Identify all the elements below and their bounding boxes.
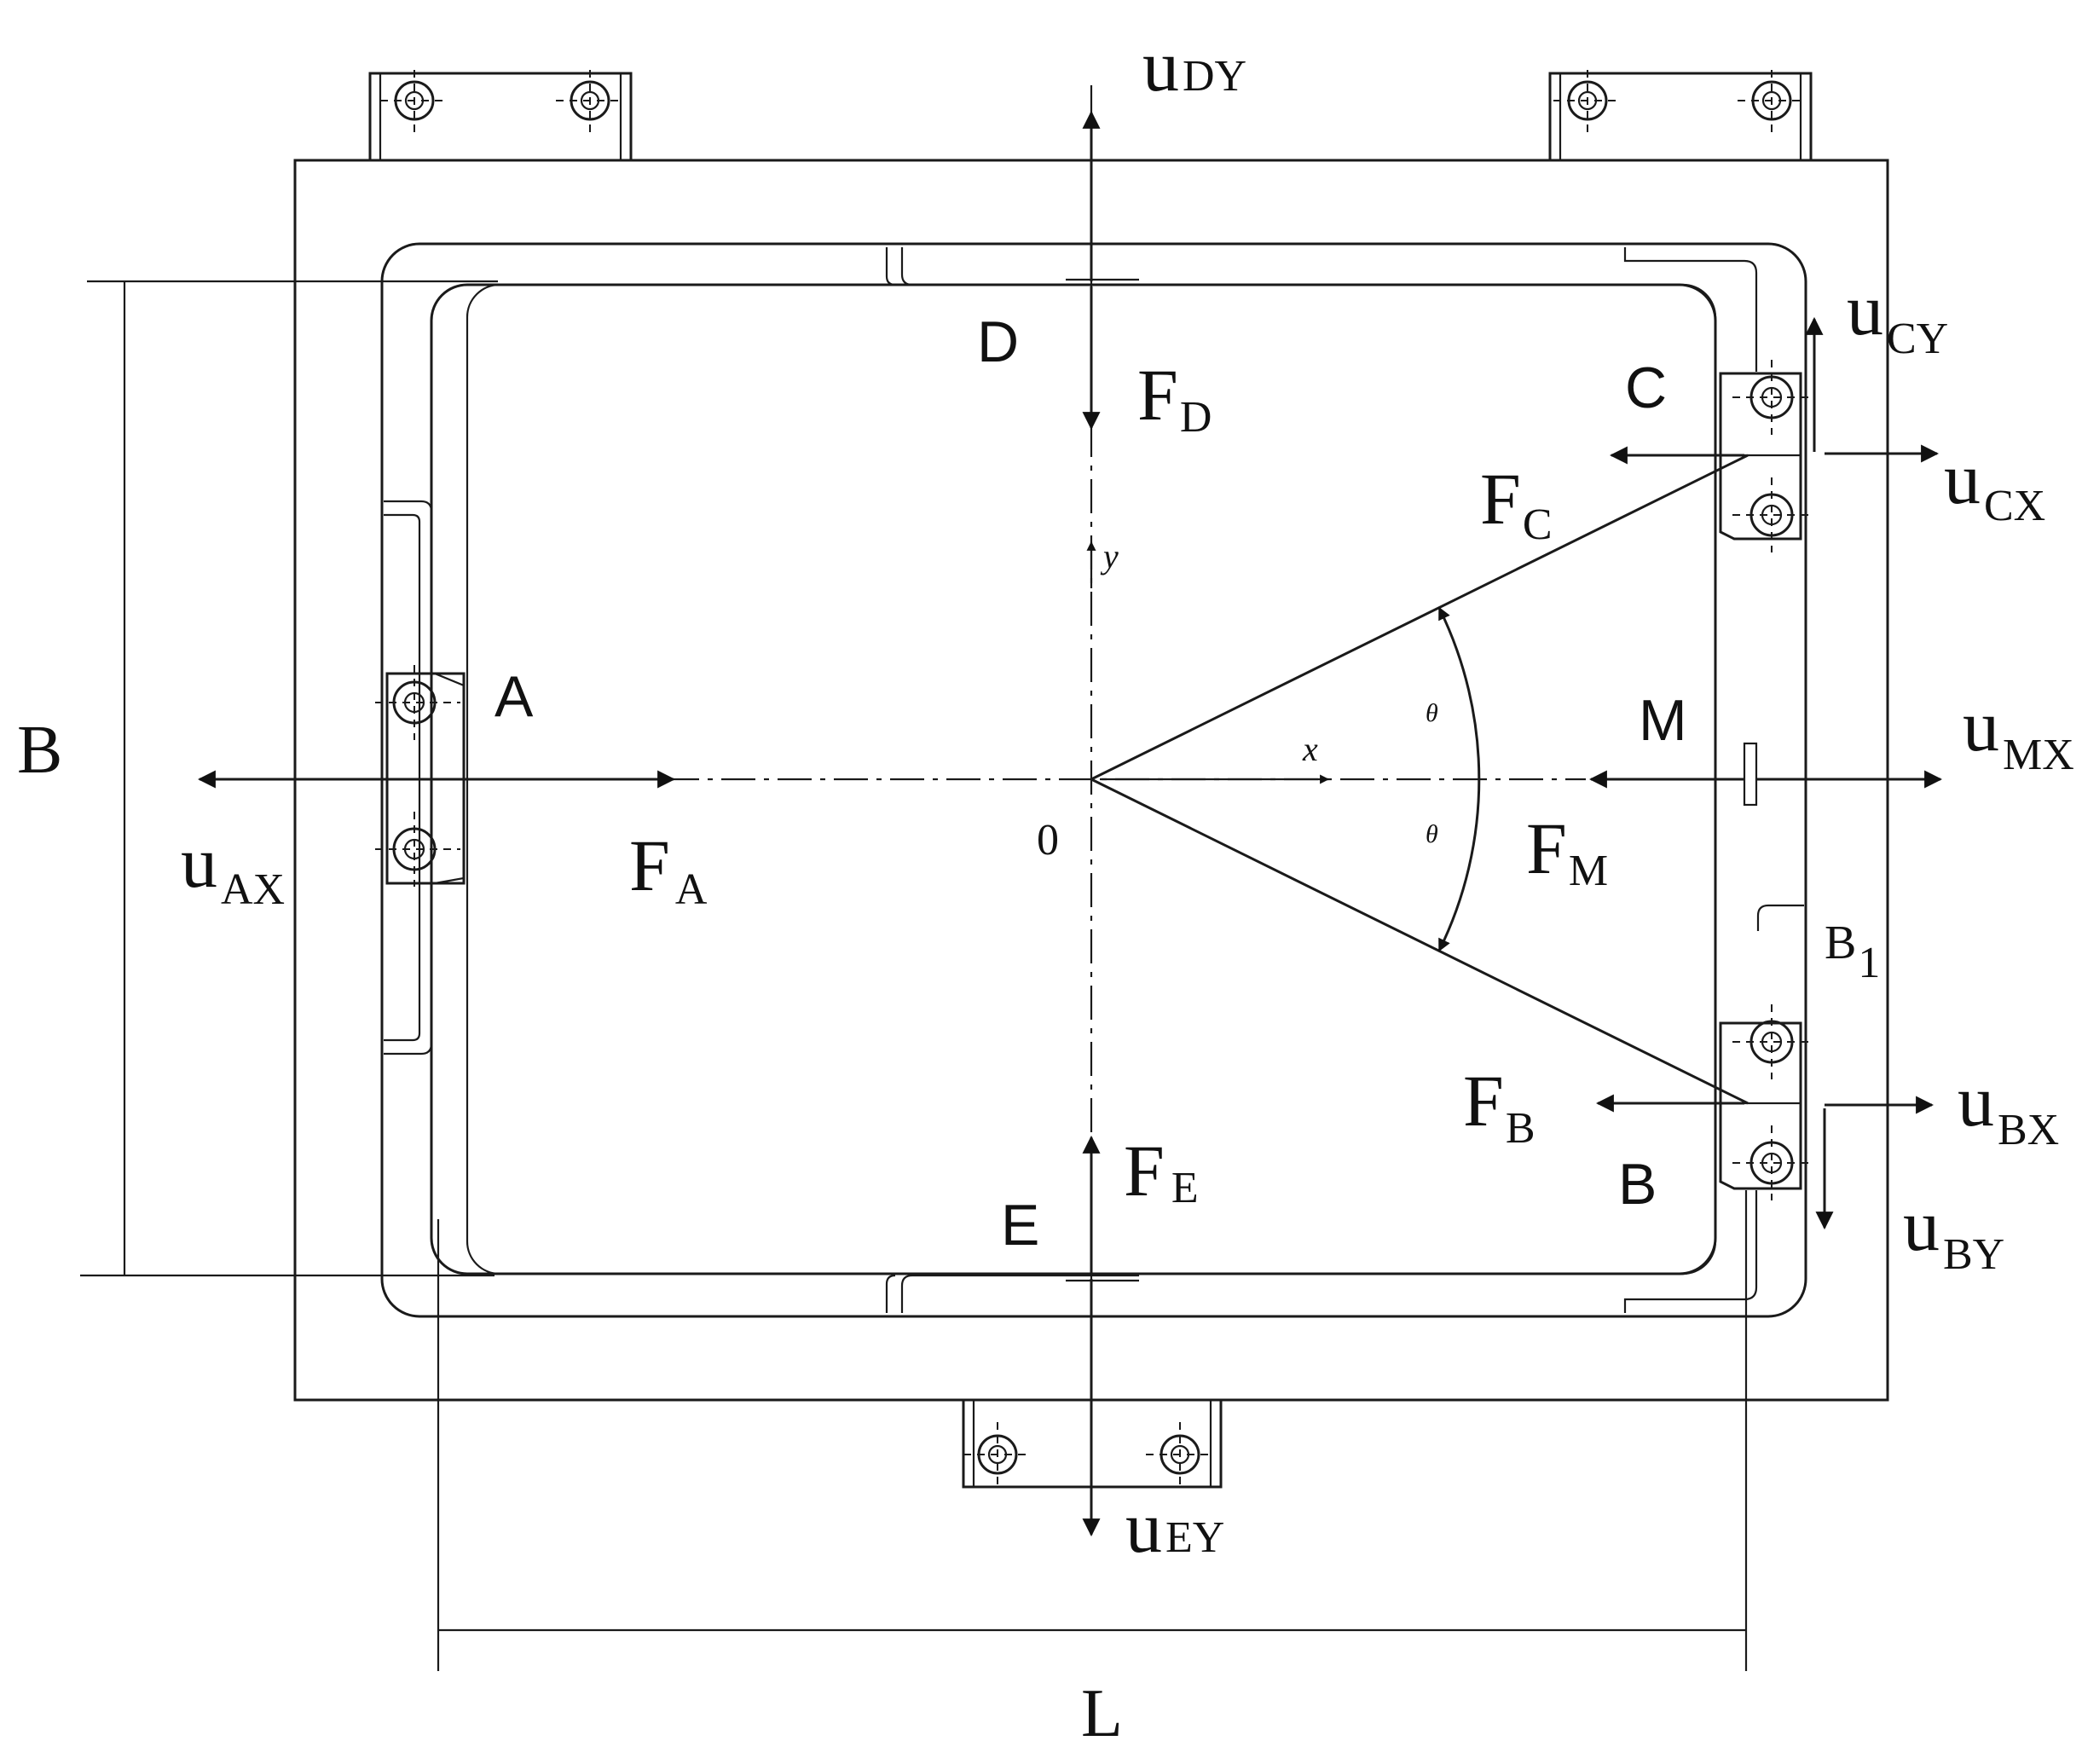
left-slot [384, 500, 433, 1056]
theta-arc [1437, 606, 1481, 952]
theta-upper: θ [1426, 699, 1438, 727]
top-slot [885, 247, 1139, 286]
cable-to-c [1090, 454, 1749, 781]
dimension-l [437, 1190, 1748, 1671]
bolt-icon [1732, 1004, 1811, 1079]
label-FD: FD [1137, 354, 1212, 442]
point-b: B [1618, 1152, 1657, 1217]
dimension-b-label: B [17, 713, 62, 788]
label-uEY: uEY [1125, 1486, 1224, 1568]
point-c: C [1625, 356, 1667, 420]
label-uBY: uBY [1903, 1184, 2004, 1279]
label-FC: FC [1480, 458, 1553, 549]
top-left-mount [368, 72, 633, 162]
bottom-slot [885, 1274, 1139, 1313]
bolt-icon [963, 1422, 1032, 1487]
bolt-icon [556, 70, 624, 136]
theta-lower: θ [1426, 820, 1438, 848]
axis-y-label: y [1100, 537, 1119, 575]
bolt-icon [380, 70, 448, 136]
bolt-icon [1732, 477, 1811, 552]
label-B1: B1 [1825, 917, 1880, 987]
bolt-icon [1146, 1422, 1214, 1487]
bolt-icon [1732, 360, 1811, 435]
point-a: A [494, 664, 534, 729]
label-uDY: uDY [1142, 25, 1246, 107]
origin-label: 0 [1037, 816, 1059, 865]
bolt-icon [1732, 1125, 1811, 1200]
label-FB: FB [1463, 1060, 1535, 1153]
label-uAX: uAX [181, 821, 285, 914]
right-slot [1623, 247, 1804, 1313]
dimension-l-label: L [1081, 1676, 1123, 1751]
axis-x-label: x [1302, 730, 1318, 768]
bolt-icon [1738, 70, 1806, 136]
dimension-b [80, 280, 498, 1277]
point-m: M [1639, 688, 1687, 753]
bolt-icon [375, 812, 460, 887]
bolt-holes [375, 70, 1811, 1487]
bolt-icon [375, 665, 460, 740]
point-d: D [977, 309, 1019, 374]
clamp-a [385, 672, 466, 885]
label-uBX: uBX [1958, 1060, 2059, 1154]
bolt-icon [1553, 70, 1622, 136]
point-e: E [1001, 1193, 1039, 1258]
label-FM: FM [1526, 807, 1608, 895]
label-uCY: uCY [1847, 269, 1948, 363]
cable-to-b [1090, 778, 1749, 1105]
top-right-mount [1548, 72, 1813, 162]
label-uMX: uMX [1963, 685, 2074, 779]
label-uCX: uCX [1944, 437, 2045, 530]
